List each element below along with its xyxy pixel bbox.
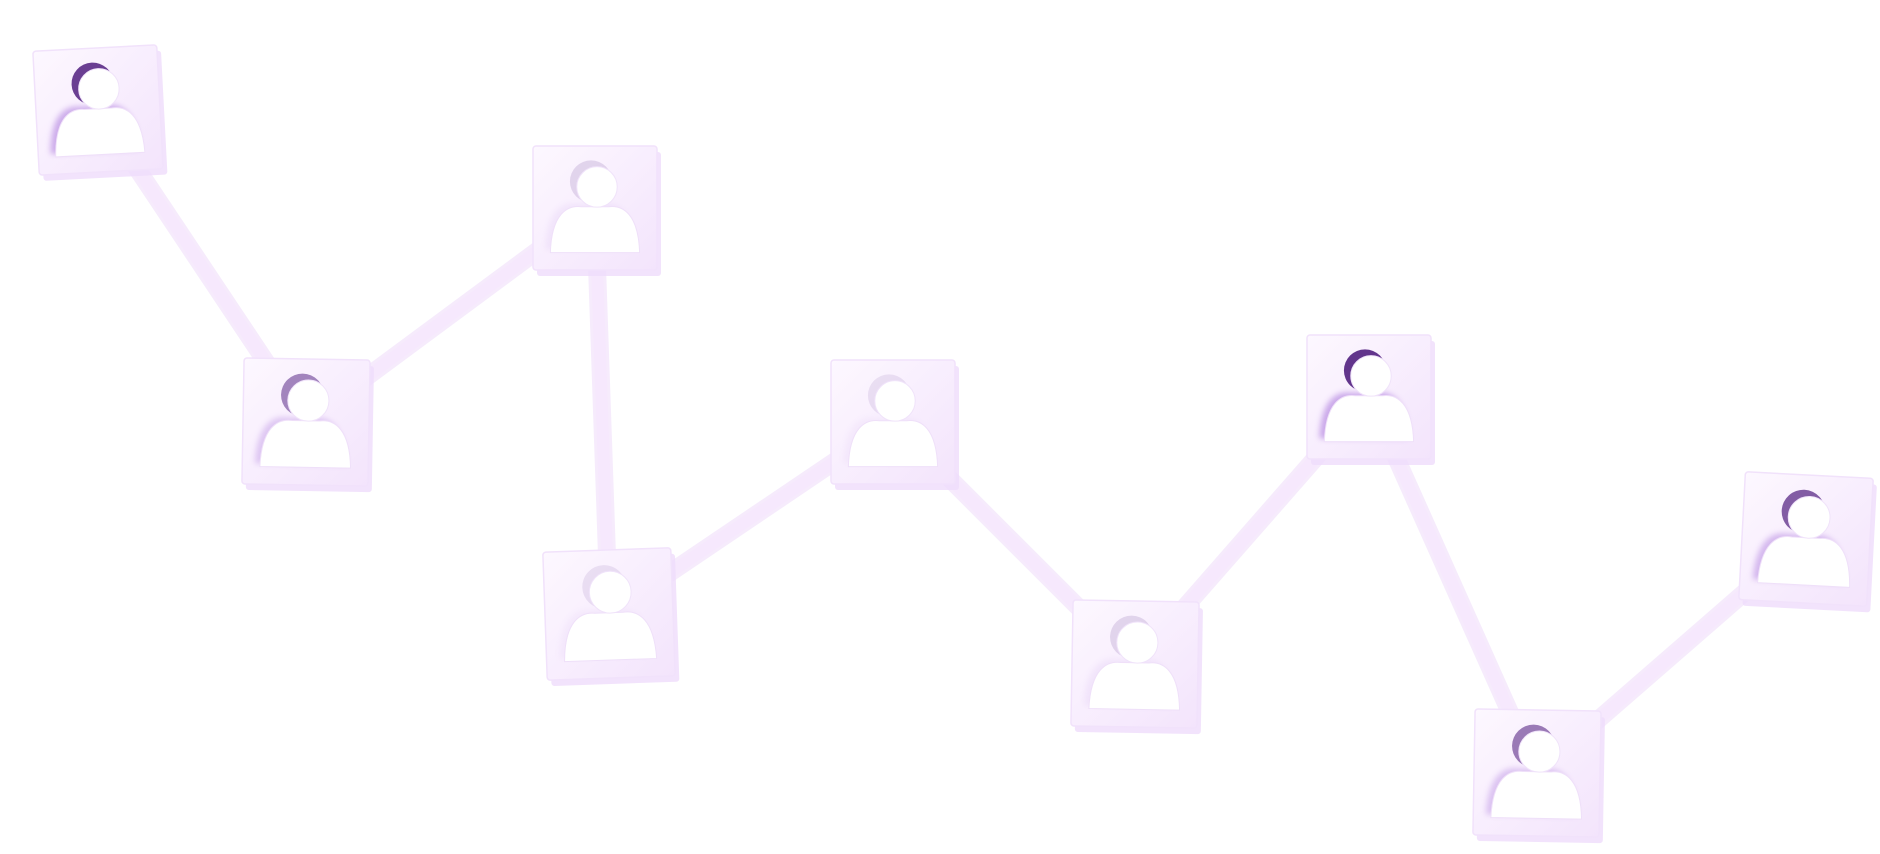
head-shape: [874, 380, 916, 422]
user-profile-icon: [1752, 489, 1851, 588]
head-shape: [1518, 731, 1560, 773]
user-tile: [32, 44, 168, 181]
head-shape: [1788, 496, 1831, 539]
user-profile-icon: [843, 374, 939, 468]
head-shape: [1350, 355, 1392, 397]
head-shape: [287, 380, 329, 422]
head-outline: [576, 166, 618, 208]
head-outline: [1116, 621, 1159, 664]
head-outline: [78, 68, 120, 110]
user-profile-icon: [545, 160, 641, 254]
user-profile-icon: [254, 373, 352, 469]
user-tile: [1306, 334, 1435, 465]
head-outline: [1787, 495, 1831, 539]
body-shape: [1088, 661, 1181, 711]
head-outline: [874, 380, 916, 422]
body-shape: [1323, 395, 1415, 443]
user-tile: [542, 547, 680, 686]
head-outline: [287, 379, 330, 422]
user-tile: [532, 145, 661, 276]
user-profile-icon: [559, 565, 658, 663]
user-tile: [1738, 471, 1877, 613]
user-tile: [241, 357, 374, 493]
body-shape: [1757, 536, 1851, 588]
head-outline: [588, 570, 632, 614]
head-shape: [78, 68, 120, 110]
head-outline: [1350, 355, 1392, 397]
user-profile-icon: [1485, 724, 1583, 820]
body-shape: [549, 206, 641, 254]
user-profile-icon: [1319, 349, 1415, 443]
head-outline: [1518, 730, 1561, 773]
head-shape: [576, 166, 618, 208]
body-shape: [1490, 770, 1583, 820]
user-profile-icon: [50, 62, 146, 158]
user-tile: [830, 359, 959, 490]
head-shape: [1116, 622, 1158, 664]
body-shape: [847, 420, 939, 468]
body-shape: [564, 611, 658, 663]
head-shape: [589, 571, 632, 614]
user-tile: [1472, 708, 1605, 844]
user-tile: [1070, 599, 1203, 735]
user-profile-icon: [1083, 615, 1181, 711]
user-tiles: [32, 44, 1877, 844]
body-shape: [55, 107, 146, 158]
body-shape: [259, 419, 352, 469]
